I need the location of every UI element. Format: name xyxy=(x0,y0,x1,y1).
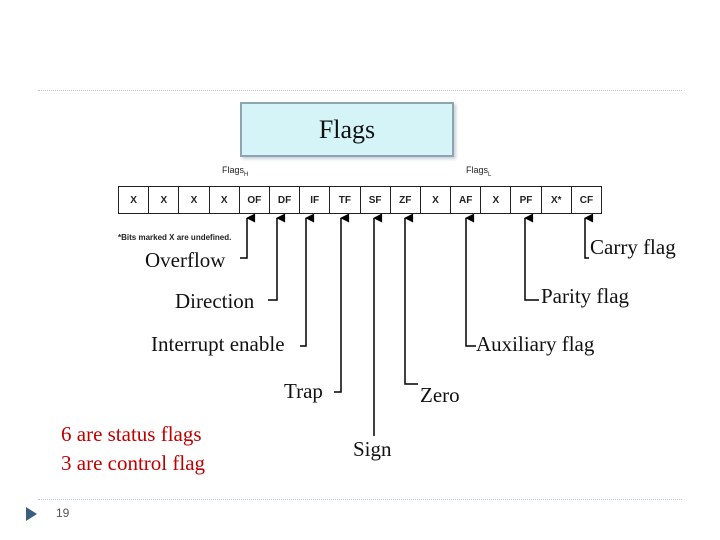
summary-status-flags: 6 are status flags xyxy=(61,422,202,446)
bit-8-tf: TF xyxy=(330,187,361,213)
bit-3: X xyxy=(481,187,512,213)
bit-2-pf: PF xyxy=(511,187,542,213)
label-zero: Zero xyxy=(420,383,460,407)
bit-10-df: DF xyxy=(270,187,301,213)
bit-13: X xyxy=(179,187,210,213)
bit-15: X xyxy=(119,187,150,213)
label-interrupt-enable: Interrupt enable xyxy=(151,332,285,356)
slide-number-arrow-icon xyxy=(26,507,37,521)
label-overflow: Overflow xyxy=(145,248,226,272)
bit-1: X* xyxy=(542,187,572,213)
slide-number: 19 xyxy=(56,506,70,520)
bit-5: X xyxy=(421,187,452,213)
trap-arrow xyxy=(334,213,350,393)
bottom-divider xyxy=(38,499,682,500)
label-parity-flag: Parity flag xyxy=(541,284,630,308)
bit-7-sf: SF xyxy=(361,187,391,213)
bit-9-if: IF xyxy=(300,187,331,213)
undefined-bits-note: *Bits marked X are undefined. xyxy=(118,233,232,242)
direction-arrow xyxy=(268,213,286,301)
parity-arrow xyxy=(524,213,539,301)
label-direction: Direction xyxy=(175,289,255,313)
bit-4-af: AF xyxy=(451,187,482,213)
bit-6-zf: ZF xyxy=(391,187,421,213)
bit-14: X xyxy=(149,187,180,213)
overflow-arrow xyxy=(240,213,256,259)
flags-low-label: FlagsL xyxy=(466,165,492,178)
bit-11-of: OF xyxy=(240,187,270,213)
interrupt-arrow xyxy=(300,213,315,347)
label-trap: Trap xyxy=(284,379,323,403)
label-sign: Sign xyxy=(353,437,392,461)
bit-0-cf: CF xyxy=(579,194,594,206)
zero-arrow xyxy=(404,213,418,385)
flags-high-label: FlagsH xyxy=(222,165,249,178)
slide-title: Flags xyxy=(240,102,454,157)
label-carry-flag: Carry flag xyxy=(590,235,676,259)
bit-12: X xyxy=(210,187,240,213)
flags-register: X X X X OF DF IF TF SF ZF X AF X PF X* C… xyxy=(118,186,602,214)
auxiliary-arrow xyxy=(465,213,476,347)
top-divider xyxy=(38,90,682,91)
carry-arrow xyxy=(584,213,594,259)
label-auxiliary-flag: Auxiliary flag xyxy=(476,332,595,356)
summary-control-flags: 3 are control flag xyxy=(61,451,206,475)
